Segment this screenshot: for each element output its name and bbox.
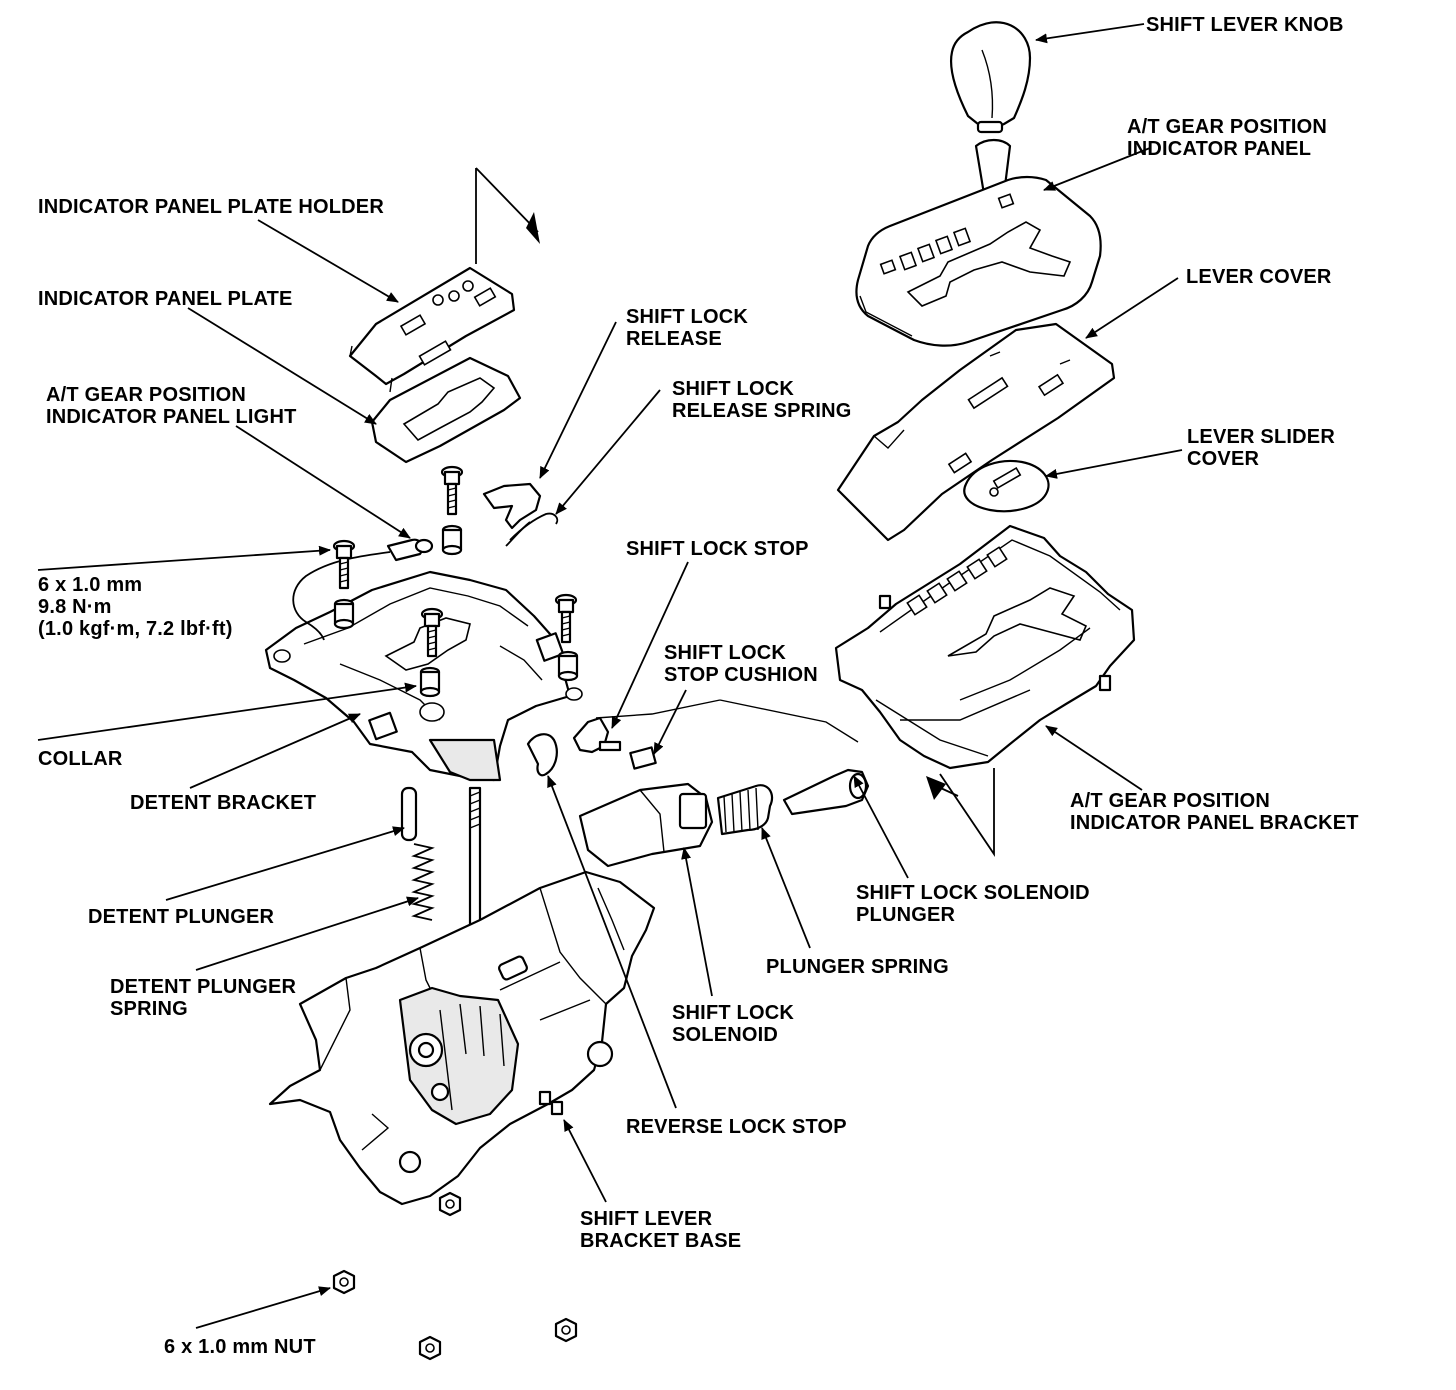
label-shift-lock-release-line2: RELEASE bbox=[626, 328, 722, 350]
label-detent-plunger: DETENT PLUNGER bbox=[88, 906, 275, 928]
label-shift-lock-stop: SHIFT LOCK STOP bbox=[626, 538, 809, 560]
label-at-indicator-panel-line1: A/T GEAR POSITION bbox=[1127, 116, 1328, 138]
label-panel-bracket-line2: INDICATOR PANEL BRACKET bbox=[1070, 812, 1359, 834]
solenoid-plunger-part bbox=[782, 768, 870, 816]
bracket-base-part bbox=[268, 870, 656, 1206]
lever-slider-cover-part bbox=[963, 459, 1050, 513]
label-plunger-spring: PLUNGER SPRING bbox=[766, 956, 949, 978]
label-solenoid-line1: SHIFT LOCK bbox=[672, 1002, 794, 1024]
label-plate-holder: INDICATOR PANEL PLATE HOLDER bbox=[38, 196, 384, 218]
label-reverse-lock-stop: REVERSE LOCK STOP bbox=[626, 1116, 847, 1138]
label-bracket-base-line1: SHIFT LEVER bbox=[580, 1208, 713, 1230]
shift-lever-knob-part bbox=[950, 21, 1032, 196]
label-bracket-base-line2: BRACKET BASE bbox=[580, 1230, 742, 1252]
label-bolt-spec-line1: 6 x 1.0 mm bbox=[38, 574, 143, 596]
label-bolt-spec-line3: (1.0 kgf·m, 7.2 lbf·ft) bbox=[38, 618, 233, 640]
plate-holder-part bbox=[348, 266, 516, 393]
flange-bolt-parts bbox=[332, 465, 578, 658]
indicator-panel-part bbox=[855, 175, 1102, 347]
label-lever-slider-cover-line1: LEVER SLIDER bbox=[1187, 426, 1335, 448]
label-solenoid-plunger-line2: PLUNGER bbox=[856, 904, 956, 926]
label-release-spring-line2: RELEASE SPRING bbox=[672, 400, 852, 422]
label-nut: 6 x 1.0 mm NUT bbox=[164, 1336, 316, 1358]
collar-parts bbox=[333, 524, 579, 698]
label-detent-spring-line1: DETENT PLUNGER bbox=[110, 976, 297, 998]
label-shift-lever-knob: SHIFT LEVER KNOB bbox=[1146, 14, 1344, 36]
shift-lock-stop-part bbox=[526, 716, 657, 777]
label-at-indicator-panel-line2: INDICATOR PANEL bbox=[1127, 138, 1312, 160]
label-shift-lock-release-line1: SHIFT LOCK bbox=[626, 306, 748, 328]
panel-bracket-part bbox=[834, 524, 1136, 770]
label-stop-cushion-line1: SHIFT LOCK bbox=[664, 642, 786, 664]
shift-lock-release-part bbox=[482, 482, 559, 547]
assembly-arrows bbox=[475, 167, 995, 857]
leader-lines bbox=[37, 23, 1183, 1329]
nut-parts bbox=[332, 1191, 578, 1361]
label-stop-cushion-line2: STOP CUSHION bbox=[664, 664, 818, 686]
label-solenoid-plunger-line1: SHIFT LOCK SOLENOID bbox=[856, 882, 1090, 904]
label-panel-light-line1: A/T GEAR POSITION bbox=[46, 384, 247, 406]
panel-plate-part bbox=[370, 356, 522, 464]
label-lever-slider-cover-line2: COVER bbox=[1187, 448, 1260, 470]
shift-lock-solenoid-part bbox=[578, 782, 714, 868]
label-panel-light-line2: INDICATOR PANEL LIGHT bbox=[46, 406, 297, 428]
label-bolt-spec-line2: 9.8 N·m bbox=[38, 596, 112, 618]
label-panel-plate: INDICATOR PANEL PLATE bbox=[38, 288, 293, 310]
label-solenoid-line2: SOLENOID bbox=[672, 1024, 779, 1046]
label-lever-cover: LEVER COVER bbox=[1186, 266, 1332, 288]
label-panel-bracket-line1: A/T GEAR POSITION bbox=[1070, 790, 1271, 812]
label-release-spring-line1: SHIFT LOCK bbox=[672, 378, 794, 400]
plunger-spring-part bbox=[716, 784, 774, 836]
label-detent-spring-line2: SPRING bbox=[110, 998, 188, 1020]
label-detent-bracket: DETENT BRACKET bbox=[130, 792, 317, 814]
lever-cover-part bbox=[836, 322, 1116, 542]
label-collar: COLLAR bbox=[38, 748, 123, 770]
